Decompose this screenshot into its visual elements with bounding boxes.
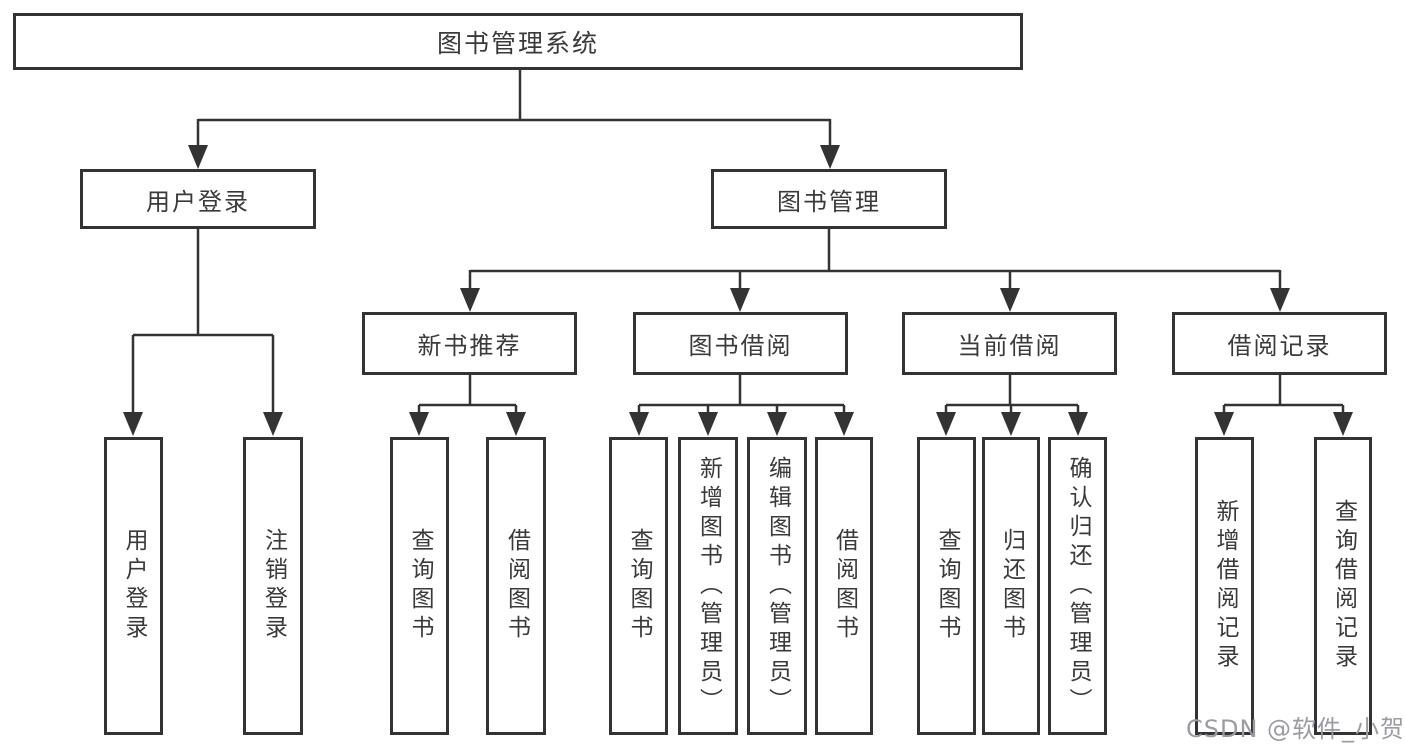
node-current-borrow-label: 当前借阅 (957, 332, 1062, 360)
node-root: 图书管理系统 (13, 13, 1023, 70)
leaf-query-book-2-label: 查询图书 (626, 528, 652, 644)
leaf-logout-label: 注销登录 (260, 528, 287, 644)
node-book-management-label: 图书管理 (777, 187, 881, 216)
leaf-add-borrow-record: 新增借阅记录 (1195, 437, 1254, 735)
node-borrow-record-label: 借阅记录 (1227, 332, 1332, 360)
leaf-user-login: 用户登录 (104, 437, 163, 735)
node-new-book-recommend: 新书推荐 (362, 312, 577, 375)
leaf-confirm-return-admin: 确认归还（管理员） (1048, 437, 1107, 735)
node-root-label: 图书管理系统 (436, 28, 599, 58)
node-current-borrow: 当前借阅 (902, 312, 1117, 375)
leaf-add-book-admin: 新增图书（管理员） (678, 437, 738, 735)
leaf-query-book-3: 查询图书 (917, 437, 976, 735)
leaf-edit-book-admin: 编辑图书（管理员） (747, 437, 807, 735)
leaf-edit-book-admin-label: 编辑图书（管理员） (764, 455, 791, 717)
node-new-book-recommend-label: 新书推荐 (417, 332, 522, 360)
leaf-user-login-label: 用户登录 (121, 528, 147, 644)
leaf-return-book: 归还图书 (982, 437, 1040, 735)
csdn-watermark: CSDN @软件_小贺同学 (1186, 715, 1405, 743)
leaf-query-book-1-label: 查询图书 (407, 528, 433, 644)
leaf-add-borrow-record-label: 新增借阅记录 (1212, 499, 1238, 673)
leaf-query-book-1: 查询图书 (390, 437, 449, 735)
node-user-login-label: 用户登录 (146, 187, 250, 216)
leaf-confirm-return-admin-label: 确认归还（管理员） (1065, 455, 1091, 717)
leaf-borrow-book-2: 借阅图书 (815, 437, 873, 735)
node-book-borrow: 图书借阅 (633, 312, 848, 375)
leaf-return-book-label: 归还图书 (998, 528, 1025, 644)
node-book-management: 图书管理 (711, 169, 947, 229)
leaf-query-borrow-record: 查询借阅记录 (1314, 437, 1372, 735)
leaf-query-book-3-label: 查询图书 (934, 528, 960, 644)
leaf-add-book-admin-label: 新增图书（管理员） (695, 455, 722, 717)
leaf-borrow-book-1: 借阅图书 (486, 437, 546, 735)
node-book-borrow-label: 图书借阅 (688, 332, 793, 360)
node-borrow-record: 借阅记录 (1172, 312, 1387, 375)
leaf-query-book-2: 查询图书 (609, 437, 668, 735)
node-user-login: 用户登录 (80, 169, 316, 229)
leaf-borrow-book-2-label: 借阅图书 (831, 528, 858, 644)
leaf-borrow-book-1-label: 借阅图书 (503, 528, 530, 644)
leaf-query-borrow-record-label: 查询借阅记录 (1330, 499, 1357, 673)
leaf-logout: 注销登录 (243, 437, 303, 735)
